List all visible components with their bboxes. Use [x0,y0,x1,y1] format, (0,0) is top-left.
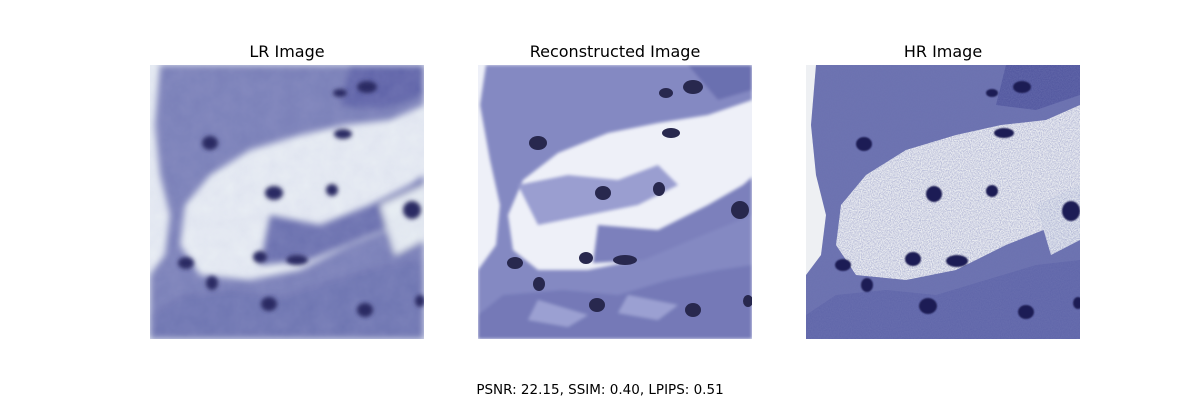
reconstructed-panel: Reconstructed Image [478,40,752,339]
lr-panel-title: LR Image [249,42,325,61]
lr-panel: LR Image [150,40,424,339]
hr-image [806,65,1080,339]
lr-image [150,65,424,339]
hr-panel: HR Image [806,40,1080,339]
metrics-caption: PSNR: 22.15, SSIM: 0.40, LPIPS: 0.51 [476,382,724,398]
reconstructed-image [478,65,752,339]
hr-panel-title: HR Image [903,42,983,61]
reconstructed-panel-title: Reconstructed Image [529,42,701,61]
